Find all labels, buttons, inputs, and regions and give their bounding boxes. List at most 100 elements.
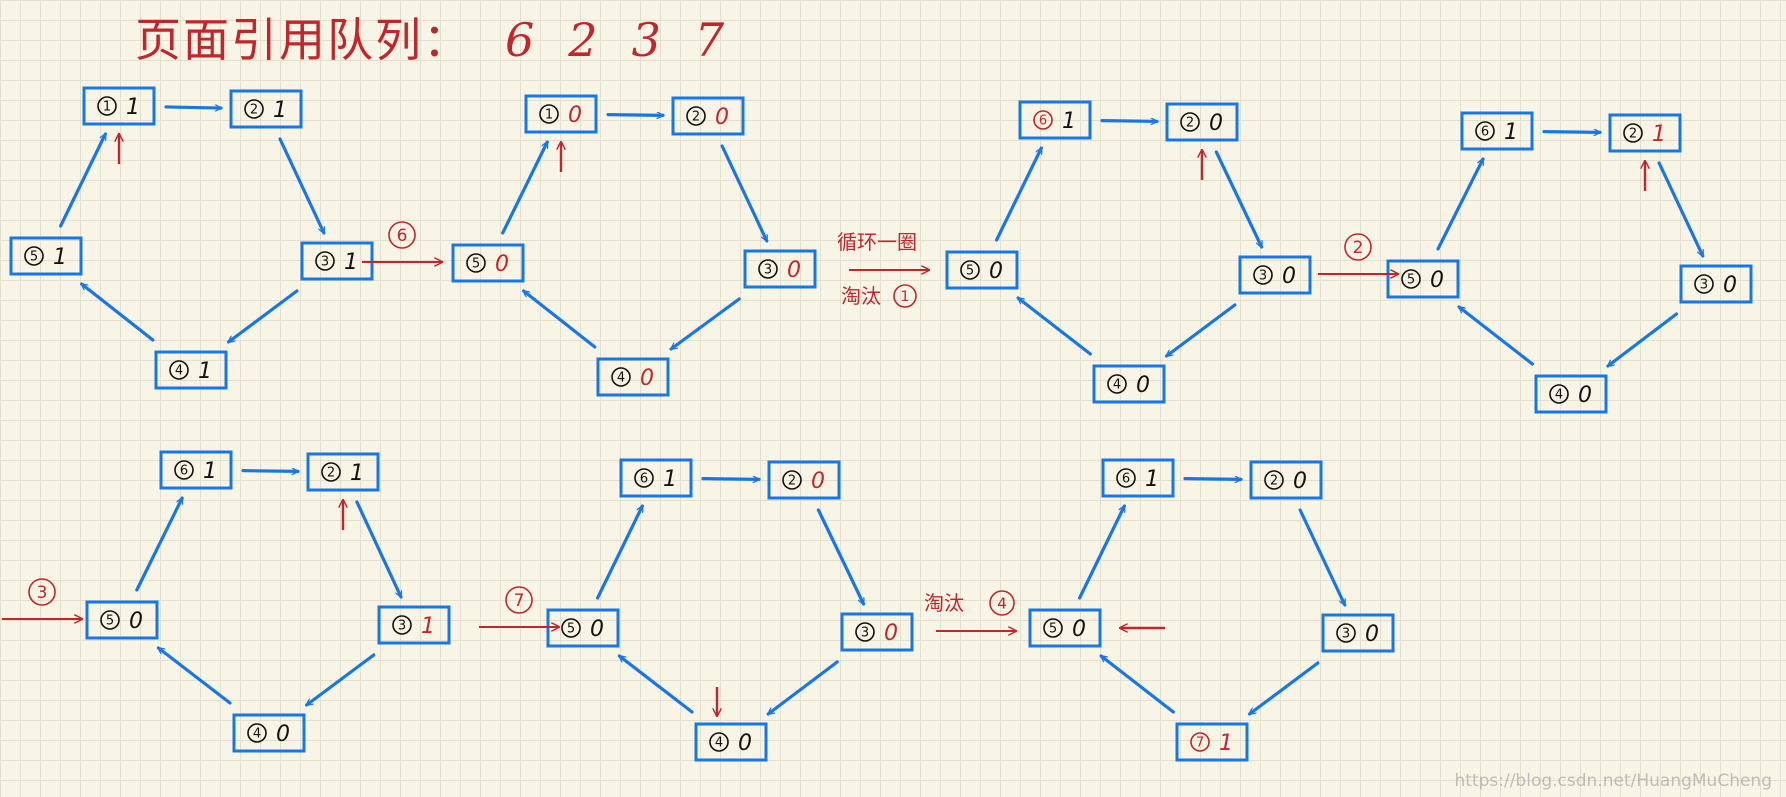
watermark: https://blog.csdn.net/HuangMuCheng: [1454, 771, 1773, 791]
access-bit: 1: [344, 250, 358, 275]
sequence-item: 7: [694, 13, 725, 67]
frame-box: [1101, 458, 1175, 498]
access-bit: 1: [1504, 120, 1518, 145]
referenced-page-label: 2: [1353, 238, 1364, 258]
referenced-page-circle: [1344, 233, 1372, 261]
frame-box: [1534, 374, 1608, 414]
page-number-circle: [1264, 470, 1284, 490]
page-number-circle: [1401, 269, 1421, 289]
page-number-circle: [1033, 110, 1053, 130]
ring-arrow: [1298, 508, 1347, 605]
access-bit: 1: [203, 459, 217, 484]
ring-arrow: [994, 148, 1043, 242]
access-bit: 0: [811, 469, 825, 494]
page-number-label: 7: [1196, 736, 1204, 751]
transition-3: 2: [1318, 233, 1398, 274]
ring-arrow: [524, 289, 597, 349]
access-bit: 0: [1723, 273, 1737, 298]
access-bit: 0: [640, 366, 654, 391]
access-bit: 0: [787, 258, 801, 283]
page-number-circle: [539, 104, 559, 124]
ring-arrow: [606, 115, 665, 116]
page-number-label: 6: [1122, 472, 1130, 487]
frame-box: [154, 350, 228, 390]
frame-box: [524, 94, 598, 134]
page-number-label: 5: [567, 622, 575, 637]
frame-box: [1018, 100, 1092, 140]
access-bit: 0: [1365, 622, 1379, 647]
page-number-circle: [24, 246, 44, 266]
access-bit: 1: [1145, 467, 1159, 492]
page-number-label: 5: [1407, 273, 1415, 288]
transition-1: 6: [362, 221, 442, 262]
access-bit: 1: [198, 359, 212, 384]
access-bit: 0: [1136, 373, 1150, 398]
frame-box: [229, 89, 303, 129]
page-number-label: 5: [30, 250, 38, 265]
referenced-page-label: 6: [397, 226, 408, 246]
access-bit: 1: [1062, 109, 1076, 134]
frame-box: [840, 612, 914, 652]
referenced-page-circle: [505, 586, 533, 614]
frame-box: [85, 600, 159, 640]
page-number-label: 1: [545, 108, 553, 123]
page-number-circle: [321, 462, 341, 482]
page-number-circle: [634, 468, 654, 488]
access-bit: 0: [1578, 383, 1592, 408]
access-bit: 0: [1209, 111, 1223, 136]
access-bit: 0: [1282, 264, 1296, 289]
page-number-label: 3: [1259, 269, 1267, 284]
page-number-label: 6: [180, 464, 188, 479]
transition-note: 淘汰: [924, 591, 964, 615]
page-number-label: 3: [764, 263, 772, 278]
ring-arrow: [701, 479, 761, 480]
access-bit: 1: [663, 467, 677, 492]
ring-arrow: [307, 653, 376, 707]
evicted-page-label: 4: [997, 594, 1007, 612]
ring-arrow: [1657, 161, 1705, 256]
frame-box: [619, 458, 693, 498]
ring-arrow: [1018, 296, 1092, 356]
access-bit: 0: [989, 259, 1003, 284]
page-number-label: 5: [1049, 622, 1057, 637]
page-number-label: 5: [106, 614, 114, 629]
referenced-page-label: 7: [514, 591, 525, 611]
ring-arrow: [1183, 479, 1243, 480]
sequence-item: 6: [505, 13, 535, 67]
page-number-circle: [782, 470, 802, 490]
evicted-page-label: 1: [901, 289, 910, 305]
frame-box: [743, 249, 817, 289]
frame-box: [1175, 722, 1249, 762]
transition-5: 7: [479, 586, 559, 627]
frame-box: [306, 452, 380, 492]
frame-box: [1679, 264, 1753, 304]
access-bit: 1: [350, 461, 364, 486]
access-bit: 0: [495, 252, 509, 277]
access-bit: 0: [1293, 469, 1307, 494]
ring-arrow: [229, 289, 299, 344]
page-number-label: 2: [327, 466, 335, 481]
page-number-circle: [561, 618, 581, 638]
page-number-circle: [686, 106, 706, 126]
ring-arrow: [1250, 661, 1320, 716]
page-number-circle: [392, 615, 412, 635]
